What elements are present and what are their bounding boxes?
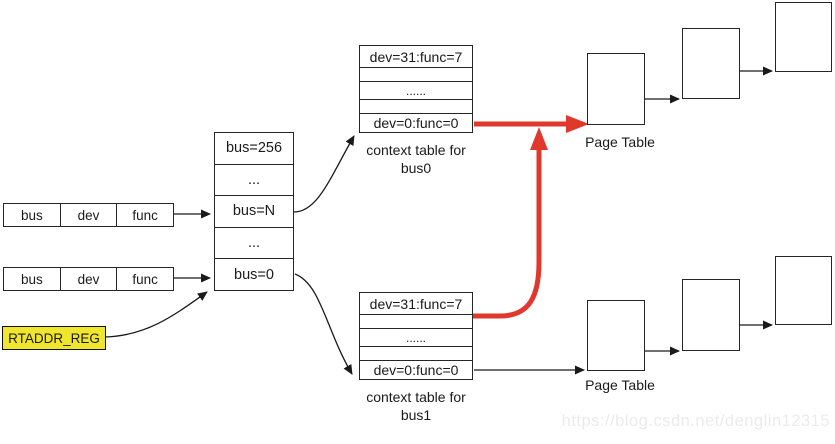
ctx-bus0-row [360,100,472,114]
context-table-bus0: dev=31:func=7 ...... dev=0:func=0 [359,45,473,133]
ctx-bus1-caption-line2: bus1 [400,407,432,424]
root-table-row: ... [215,228,293,260]
ctx-bus1-row: dev=31:func=7 [360,293,472,315]
red-arrow-ctx-bus1-merge [473,148,542,319]
page-table-top-level2 [682,28,740,99]
pci-request-1-dev-cell: dev [61,204,118,226]
page-table-top-level1 [587,53,645,125]
ctx-bus0-row: dev=0:func=0 [373,115,459,131]
root-table: bus=256 ... bus=N ... bus=0 [214,132,294,291]
ctx-bus1-row: dev=0:func=0 [373,362,459,378]
pci-request-2-bus-cell: bus [4,268,61,290]
arrow-root-to-ctx-bus1 [294,273,353,375]
ctx-bus1-caption-line1: context table for [366,389,466,405]
root-table-row: bus=N [215,196,293,228]
watermark-text: https://blog.csdn.net/denglin12315 [561,412,830,430]
context-table-bus1: dev=31:func=7 ...... dev=0:func=0 [359,292,473,380]
ctx-bus1-row: ...... [360,329,472,347]
pci-request-2-func-cell: func [132,271,158,287]
rtaddr-reg-box: RTADDR_REG [2,326,106,350]
red-arrowhead-right [566,115,589,133]
root-table-row: bus=0 [234,266,274,283]
page-table-bottom-level1 [587,300,645,371]
page-table-bottom-caption: Page Table [585,377,655,393]
ctx-bus0-row: ...... [360,82,472,100]
pci-request-1-func-cell: func [132,207,158,223]
arrow-rtaddr-to-root [103,291,208,338]
arrow-root-to-ctx-bus0 [293,135,355,213]
ctx-bus1-row [360,347,472,361]
page-table-bottom-level2 [682,279,740,351]
root-table-row: ... [215,165,293,197]
ctx-bus0-row: dev=31:func=7 [360,46,472,68]
page-table-top-caption: Page Table [585,134,655,150]
red-arrowhead-up [530,127,548,150]
pci-request-1: bus dev func [3,203,174,227]
ctx-bus0-row [360,68,472,82]
pci-request-1-bus-cell: bus [4,204,61,226]
ctx-bus0-caption-line2: bus0 [400,160,432,177]
root-table-row: bus=256 [215,133,293,165]
pci-request-2: bus dev func [3,267,174,291]
context-table-bus0-caption: context table for bus0 [351,141,481,178]
pci-request-2-dev-cell: dev [61,268,118,290]
ctx-bus1-row [360,315,472,329]
context-table-bus1-caption: context table for bus1 [351,388,481,425]
page-table-top-level3 [775,2,832,72]
ctx-bus0-caption-line1: context table for [366,142,466,158]
page-table-bottom-level3 [775,256,832,325]
